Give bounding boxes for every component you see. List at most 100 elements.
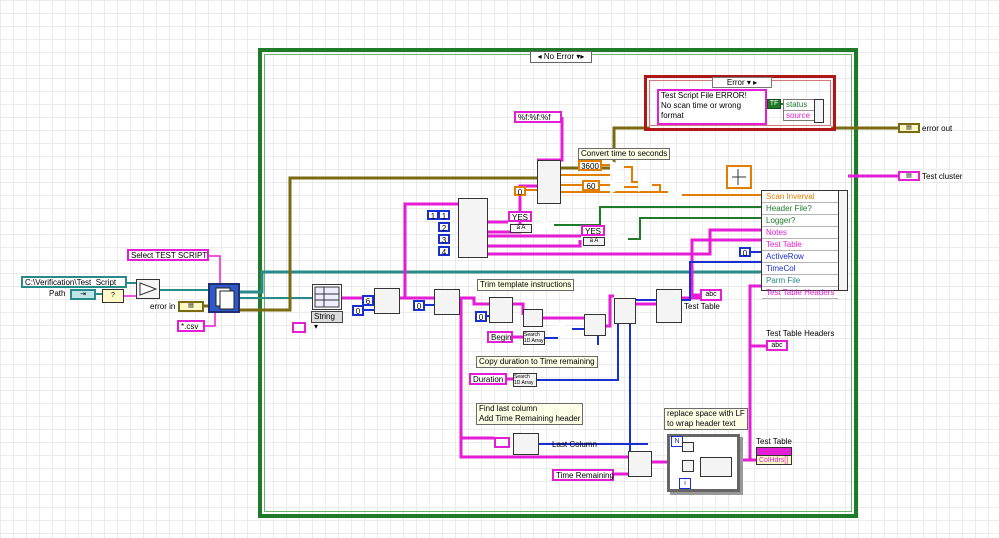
- array-size-node[interactable]: [513, 433, 539, 455]
- replace-subset-node[interactable]: [656, 289, 682, 323]
- wire[interactable]: [240, 270, 762, 294]
- transpose-node[interactable]: [523, 309, 543, 327]
- time-format-constant[interactable]: %f:%f:%f: [514, 111, 562, 123]
- wire[interactable]: [488, 184, 537, 234]
- for-loop-node-a[interactable]: [682, 442, 694, 452]
- const-zero-d[interactable]: 0: [514, 186, 526, 197]
- wire[interactable]: [459, 438, 628, 459]
- error-in-control[interactable]: ▤: [178, 301, 204, 312]
- wire[interactable]: [748, 284, 761, 346]
- select-script-prompt[interactable]: Select TEST SCRIPT: [127, 249, 209, 261]
- wire[interactable]: [537, 314, 619, 381]
- bundle-row[interactable]: Test Table Headers: [762, 287, 838, 299]
- wire[interactable]: [209, 255, 221, 283]
- multiply-node-a[interactable]: [610, 160, 624, 174]
- error-selector-dropdown-icon[interactable]: ▾ ▸: [746, 78, 758, 87]
- dropdown-icon[interactable]: ▾: [314, 322, 319, 331]
- wire[interactable]: [513, 302, 525, 315]
- select-node[interactable]: [136, 279, 160, 299]
- path-terminal-icon[interactable]: ⇥: [70, 289, 96, 300]
- equal-node-b[interactable]: [614, 232, 628, 246]
- bundle-row[interactable]: TimeCol: [762, 263, 838, 275]
- const-3600[interactable]: 3600: [578, 160, 602, 171]
- scan-from-string-node[interactable]: [537, 160, 561, 204]
- equal-node-a[interactable]: [540, 218, 554, 232]
- bundle-row[interactable]: Notes: [762, 227, 838, 239]
- empty-string-constant[interactable]: [494, 437, 510, 448]
- test-table-headers-indicator[interactable]: abc: [766, 340, 788, 351]
- array-subset-node-b[interactable]: [584, 314, 606, 336]
- index-array-node-a[interactable]: [434, 289, 460, 315]
- read-spreadsheet-node[interactable]: [312, 284, 342, 310]
- index-const-1[interactable]: 1: [438, 210, 450, 221]
- for-loop-node-b[interactable]: [682, 460, 694, 472]
- to-upper-node-a[interactable]: a A: [510, 224, 532, 233]
- case-selector-error[interactable]: Error ▾ ▸: [712, 77, 772, 88]
- error-message-constant[interactable]: Test Script File ERROR! No scan time or …: [657, 89, 767, 125]
- add-node-a[interactable]: [638, 178, 652, 192]
- bundle-by-name-input[interactable]: [838, 190, 848, 291]
- wire[interactable]: [537, 117, 564, 162]
- begin-constant[interactable]: Begin: [487, 331, 513, 343]
- const-60[interactable]: 60: [582, 180, 600, 191]
- to-upper-node-b[interactable]: a A: [583, 237, 605, 246]
- index-const-3[interactable]: 3: [438, 234, 450, 245]
- wire[interactable]: [606, 294, 614, 328]
- const-zero-e[interactable]: 0: [739, 247, 751, 258]
- selector-left-arrow-icon[interactable]: ◂: [537, 52, 542, 61]
- delimiter-constant[interactable]: [292, 322, 306, 333]
- multiply-node-b[interactable]: [610, 180, 624, 194]
- test-cluster-indicator[interactable]: ▤: [898, 171, 920, 181]
- bundle-row[interactable]: Test Table: [762, 239, 838, 251]
- file-dialog-node[interactable]: [208, 283, 240, 313]
- wire[interactable]: [488, 228, 761, 256]
- boolean-true-constant[interactable]: TF: [767, 99, 781, 109]
- array-subset-node-a[interactable]: [374, 288, 400, 314]
- wire[interactable]: [460, 296, 489, 306]
- error-bundle[interactable]: status source: [783, 99, 815, 121]
- scan-interval-control[interactable]: [726, 165, 752, 189]
- subtract-node[interactable]: [558, 322, 572, 336]
- wire[interactable]: [624, 166, 638, 183]
- wire[interactable]: [400, 202, 458, 300]
- const-six[interactable]: 6: [362, 295, 374, 306]
- case-structure-error[interactable]: [644, 75, 836, 131]
- bundle-row[interactable]: Header File?: [762, 203, 838, 215]
- const-zero-c[interactable]: 0: [475, 311, 487, 322]
- search-array-node-b[interactable]: Search 1D Array: [513, 373, 537, 387]
- replace-array-node[interactable]: [628, 451, 652, 477]
- loop-count-terminal[interactable]: N: [671, 436, 683, 447]
- wire[interactable]: [628, 217, 761, 240]
- yes-constant-b[interactable]: YES: [581, 225, 605, 236]
- file-filter-constant[interactable]: *.csv: [177, 320, 205, 332]
- case-selector-no-error[interactable]: ◂ No Error ▾▸: [530, 51, 592, 63]
- wire[interactable]: [652, 184, 668, 193]
- selector-dropdown-icon[interactable]: ▾▸: [576, 52, 585, 61]
- iteration-terminal[interactable]: i: [679, 478, 691, 489]
- wire[interactable]: [554, 206, 761, 226]
- index-const-2[interactable]: 2: [438, 222, 450, 233]
- bundle-row[interactable]: Parm File: [762, 275, 838, 287]
- index-array-node-c[interactable]: [614, 298, 636, 324]
- wire[interactable]: [690, 238, 761, 297]
- const-zero-b[interactable]: 0: [413, 300, 425, 311]
- add-node-b[interactable]: [668, 188, 682, 202]
- index-array-node-multi[interactable]: [458, 198, 488, 258]
- bundle-row[interactable]: Scan Inverval: [762, 191, 838, 203]
- wire[interactable]: [740, 344, 766, 462]
- index-array-node-b[interactable]: [489, 297, 513, 323]
- bundle-row[interactable]: Logger?: [762, 215, 838, 227]
- yes-constant-a[interactable]: YES: [508, 211, 532, 222]
- test-table-local-var[interactable]: abc: [700, 289, 722, 301]
- duration-constant[interactable]: Duration: [469, 373, 507, 385]
- error-out-indicator[interactable]: ▤: [898, 123, 920, 133]
- search-array-node-a[interactable]: Search 1D Array: [523, 331, 545, 345]
- wire[interactable]: [629, 261, 761, 444]
- wire[interactable]: [205, 313, 216, 327]
- bundle-row[interactable]: ActiveRow: [762, 251, 838, 263]
- index-const-4[interactable]: 4: [438, 246, 450, 257]
- empty-path-check-node[interactable]: ?: [102, 289, 124, 303]
- script-path-control[interactable]: C:\Verification\Test_Script: [21, 276, 127, 288]
- case-structure-no-error[interactable]: [258, 48, 858, 518]
- search-replace-node[interactable]: [700, 457, 732, 477]
